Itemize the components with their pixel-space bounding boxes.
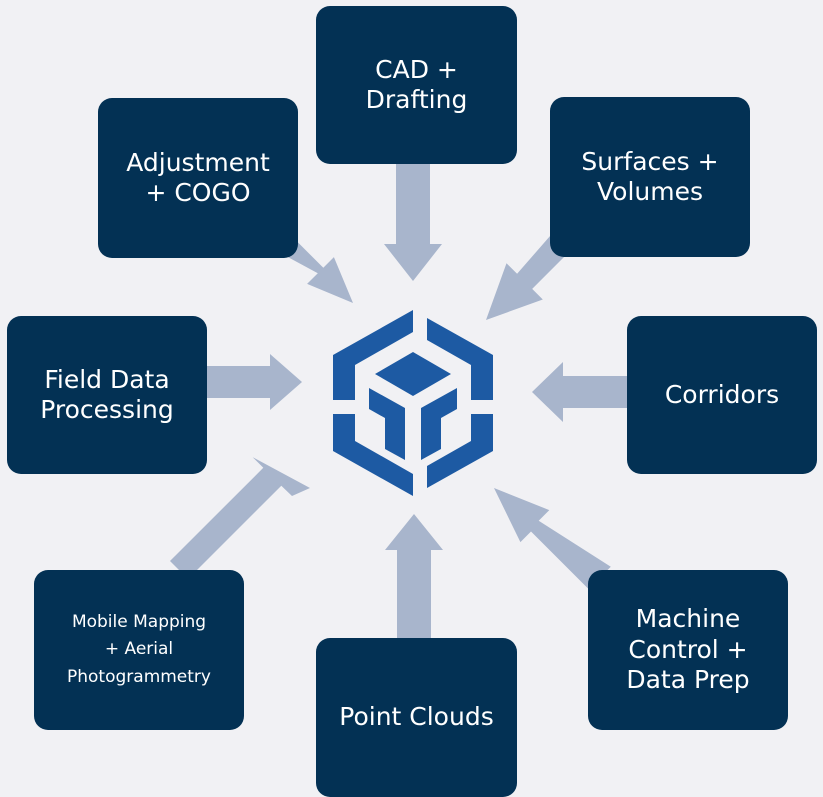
node-adjustment-cogo[interactable]: Adjustment + COGO: [98, 98, 298, 258]
node-field-data-processing[interactable]: Field Data Processing: [7, 316, 207, 474]
arrow-cad-drafting: [384, 164, 442, 281]
arrow-mobile-mapping: [170, 457, 310, 579]
node-surfaces-volumes[interactable]: Surfaces + Volumes: [550, 97, 750, 257]
arrow-machine-control: [494, 488, 611, 589]
hexagon-logo-icon: [333, 310, 493, 496]
node-point-clouds[interactable]: Point Clouds: [316, 638, 517, 797]
arrow-field-data-processing: [207, 354, 302, 410]
node-mobile-mapping[interactable]: Mobile Mapping + Aerial Photogrammetry: [34, 570, 244, 730]
arrow-point-clouds: [385, 514, 443, 638]
arrow-corridors: [532, 362, 627, 422]
node-corridors[interactable]: Corridors: [627, 316, 817, 474]
node-cad-drafting[interactable]: CAD + Drafting: [316, 6, 517, 164]
node-machine-control[interactable]: Machine Control + Data Prep: [588, 570, 788, 730]
